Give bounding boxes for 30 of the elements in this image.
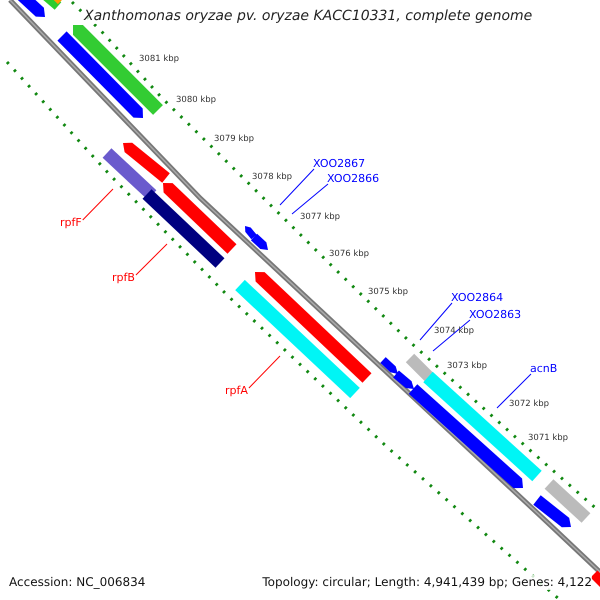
position-label: 3080 kbp [176,95,216,105]
leader-line [432,320,470,352]
gene-label: XOO2867 [313,157,366,170]
position-label: 3076 kbp [329,249,370,259]
position-label: 3072 kbp [509,399,550,409]
gene-label: rpfB [112,271,135,284]
leader-line [420,302,452,340]
genome-info-text: Topology: circular; Length: 4,941,439 bp; Genes: 4,122 [262,575,592,590]
leader-line [248,356,280,388]
gene-label: XOO2863 [469,308,522,321]
position-label: 3073 kbp [447,361,488,371]
genome-title: Xanthomonas oryzae pv. oryzae KACC10331, complete genome [82,8,534,24]
leader-line [280,168,314,206]
gene-label: acnB [530,362,558,375]
position-label: 3081 kbp [139,54,180,64]
gene-label: rpfA [225,384,248,397]
position-label: 3074 kbp [434,326,474,336]
position-label: 3077 kbp [300,212,340,222]
gene-label: XOO2866 [327,172,380,185]
leader-line [135,244,168,276]
position-label: 3078 kbp [252,172,292,182]
leader-line [496,374,532,408]
leader-line [292,184,328,214]
gene-label: rpfF [60,216,82,229]
position-label: 3071 kbp [528,433,568,443]
genome-info-text: Accession: NC_006834 [9,575,146,590]
position-label: 3075 kbp [368,287,408,297]
gene-label: XOO2864 [451,291,504,304]
leader-line [82,188,114,220]
position-label: 3079 kbp [214,134,254,144]
